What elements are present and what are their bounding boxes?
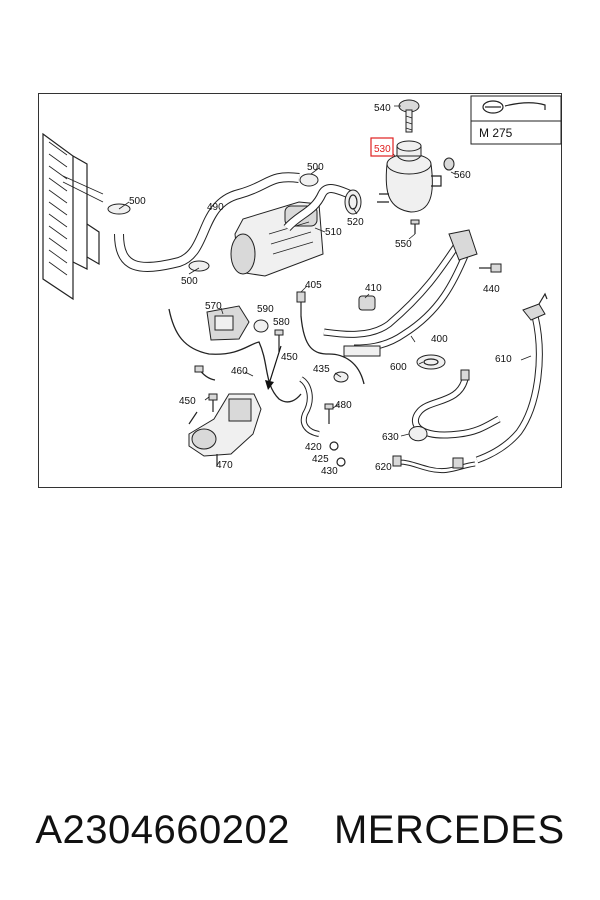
callout-label: 480 xyxy=(335,400,352,411)
callout-label: 470 xyxy=(216,460,233,471)
callout-label: 460 xyxy=(231,366,248,377)
cap-600 xyxy=(416,354,446,370)
callout-label: 630 xyxy=(382,432,399,443)
callout-label: 450 xyxy=(179,396,196,407)
seal-ring xyxy=(253,319,269,333)
bolt xyxy=(324,403,334,424)
grommet xyxy=(443,157,455,171)
model-label: M 275 xyxy=(479,126,513,140)
callout-labels: 540 530 560 500 500 490 500 520 510 550 … xyxy=(129,103,512,477)
washer xyxy=(336,457,346,467)
pressure-hose-400 xyxy=(323,229,478,357)
brand-name: MERCEDES xyxy=(333,807,565,852)
callout-label: 440 xyxy=(483,284,500,295)
steering-gear xyxy=(188,393,262,466)
bolt xyxy=(274,329,284,352)
direction-arrow xyxy=(265,345,282,390)
hose-610 xyxy=(475,292,548,464)
callout-label: 580 xyxy=(273,317,290,328)
product-footer: A2304660202 MERCEDES xyxy=(0,805,600,855)
bolt xyxy=(208,393,218,412)
callout-label: 500 xyxy=(129,196,146,207)
callout-label: 620 xyxy=(375,462,392,473)
callout-label: 400 xyxy=(431,334,448,345)
fluid-reservoir xyxy=(377,140,442,213)
callout-label: 570 xyxy=(205,301,222,312)
return-hose-490 xyxy=(114,172,300,272)
valve-block xyxy=(206,305,250,341)
hose-bracket xyxy=(358,295,376,311)
callout-label-highlighted: 530 xyxy=(374,144,391,155)
callout-label: 425 xyxy=(312,454,329,465)
washer xyxy=(329,441,339,451)
callout-label: 560 xyxy=(454,170,471,181)
part-number: A2304660202 xyxy=(35,807,290,852)
bolt xyxy=(410,219,420,234)
model-box: M 275 xyxy=(470,95,562,145)
callout-label: 490 xyxy=(207,202,224,213)
pressure-line-460 xyxy=(168,308,302,403)
pipe xyxy=(300,315,365,385)
callout-label: 600 xyxy=(390,362,407,373)
callout-label: 500 xyxy=(307,162,324,173)
fitting xyxy=(296,291,306,316)
line-620 xyxy=(392,455,476,474)
suction-hose-520 xyxy=(283,184,362,232)
bolt xyxy=(479,263,502,273)
leader-lines xyxy=(118,105,532,437)
engine-icon xyxy=(482,100,546,114)
callout-label: 450 xyxy=(281,352,298,363)
oil-cooler xyxy=(42,132,104,301)
callout-label: 420 xyxy=(305,442,322,453)
callout-label: 405 xyxy=(305,280,322,291)
callout-label: 520 xyxy=(347,217,364,228)
hose-loop xyxy=(411,369,501,439)
diagram-svg: M 275 xyxy=(42,95,562,477)
line-fitting xyxy=(194,365,204,373)
callout-label: 430 xyxy=(321,466,338,477)
parts-diagram: M 275 xyxy=(38,93,562,488)
callout-label: 540 xyxy=(374,103,391,114)
callout-label: 550 xyxy=(395,239,412,250)
clamp-630 xyxy=(408,426,428,442)
callout-label: 610 xyxy=(495,354,512,365)
callout-label: 435 xyxy=(313,364,330,375)
callout-label: 500 xyxy=(181,276,198,287)
reservoir-cap xyxy=(398,99,420,133)
callout-label: 410 xyxy=(365,283,382,294)
callout-label: 590 xyxy=(257,304,274,315)
highlight-box xyxy=(370,137,394,157)
callout-label: 510 xyxy=(325,227,342,238)
